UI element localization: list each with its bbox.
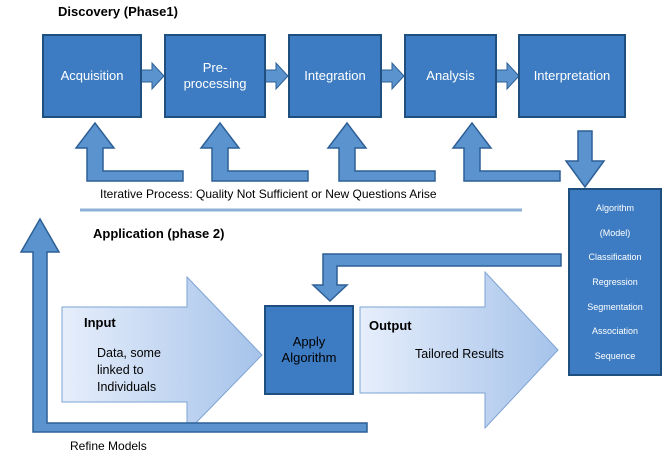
model-item: Algorithm [595, 203, 634, 214]
input-big-arrow [61, 275, 263, 434]
model-item: Segmentation [587, 301, 643, 312]
model-item: (Model) [599, 227, 631, 238]
model-panel: Algorithm (Model) Classification Regress… [568, 188, 662, 376]
step-analysis: Analysis [404, 34, 497, 118]
model-item: Regression [592, 276, 638, 287]
feedback-arrow-2 [199, 121, 309, 182]
output-title: Output [369, 318, 412, 333]
apply-algorithm-label: Apply Algorithm [281, 334, 337, 365]
feedback-arrow-1 [74, 121, 184, 182]
application-title: Application (phase 2) [93, 226, 225, 241]
step-integration: Integration [288, 34, 382, 118]
connector-arrow-1 [139, 61, 165, 91]
connector-arrow-3 [379, 61, 405, 91]
step-interpretation: Interpretation [518, 34, 626, 118]
step-acquisition: Acquisition [42, 34, 142, 118]
output-big-arrow [359, 270, 559, 430]
step-label: Interpretation [533, 68, 611, 83]
step-label: Integration [304, 68, 366, 83]
feedback-arrow-4 [451, 121, 561, 182]
output-text: Tailored Results [415, 347, 504, 361]
step-label: Analysis [426, 68, 475, 83]
apply-algorithm-box: Apply Algorithm [264, 305, 354, 395]
model-item: Sequence [594, 350, 636, 361]
model-to-apply-arrow [311, 253, 562, 303]
input-text: Data, some linked to Individuals [97, 346, 161, 394]
connector-arrow-2 [263, 61, 289, 91]
refine-models-label: Refine Models [70, 439, 147, 453]
refine-models-arrow [19, 217, 368, 433]
model-item: Classification [588, 252, 642, 263]
step-label: Acquisition [60, 68, 124, 83]
step-label: Pre- processing [183, 60, 247, 91]
model-item: Association [591, 326, 639, 337]
feedback-arrow-3 [326, 121, 436, 182]
interpretation-down-arrow [564, 130, 606, 189]
feedback-caption: Iterative Process: Quality Not Sufficien… [100, 187, 437, 201]
connector-arrow-4 [494, 61, 520, 91]
input-title: Input [84, 315, 116, 330]
discovery-title: Discovery (Phase1) [58, 4, 178, 19]
step-preprocessing: Pre- processing [164, 34, 266, 118]
